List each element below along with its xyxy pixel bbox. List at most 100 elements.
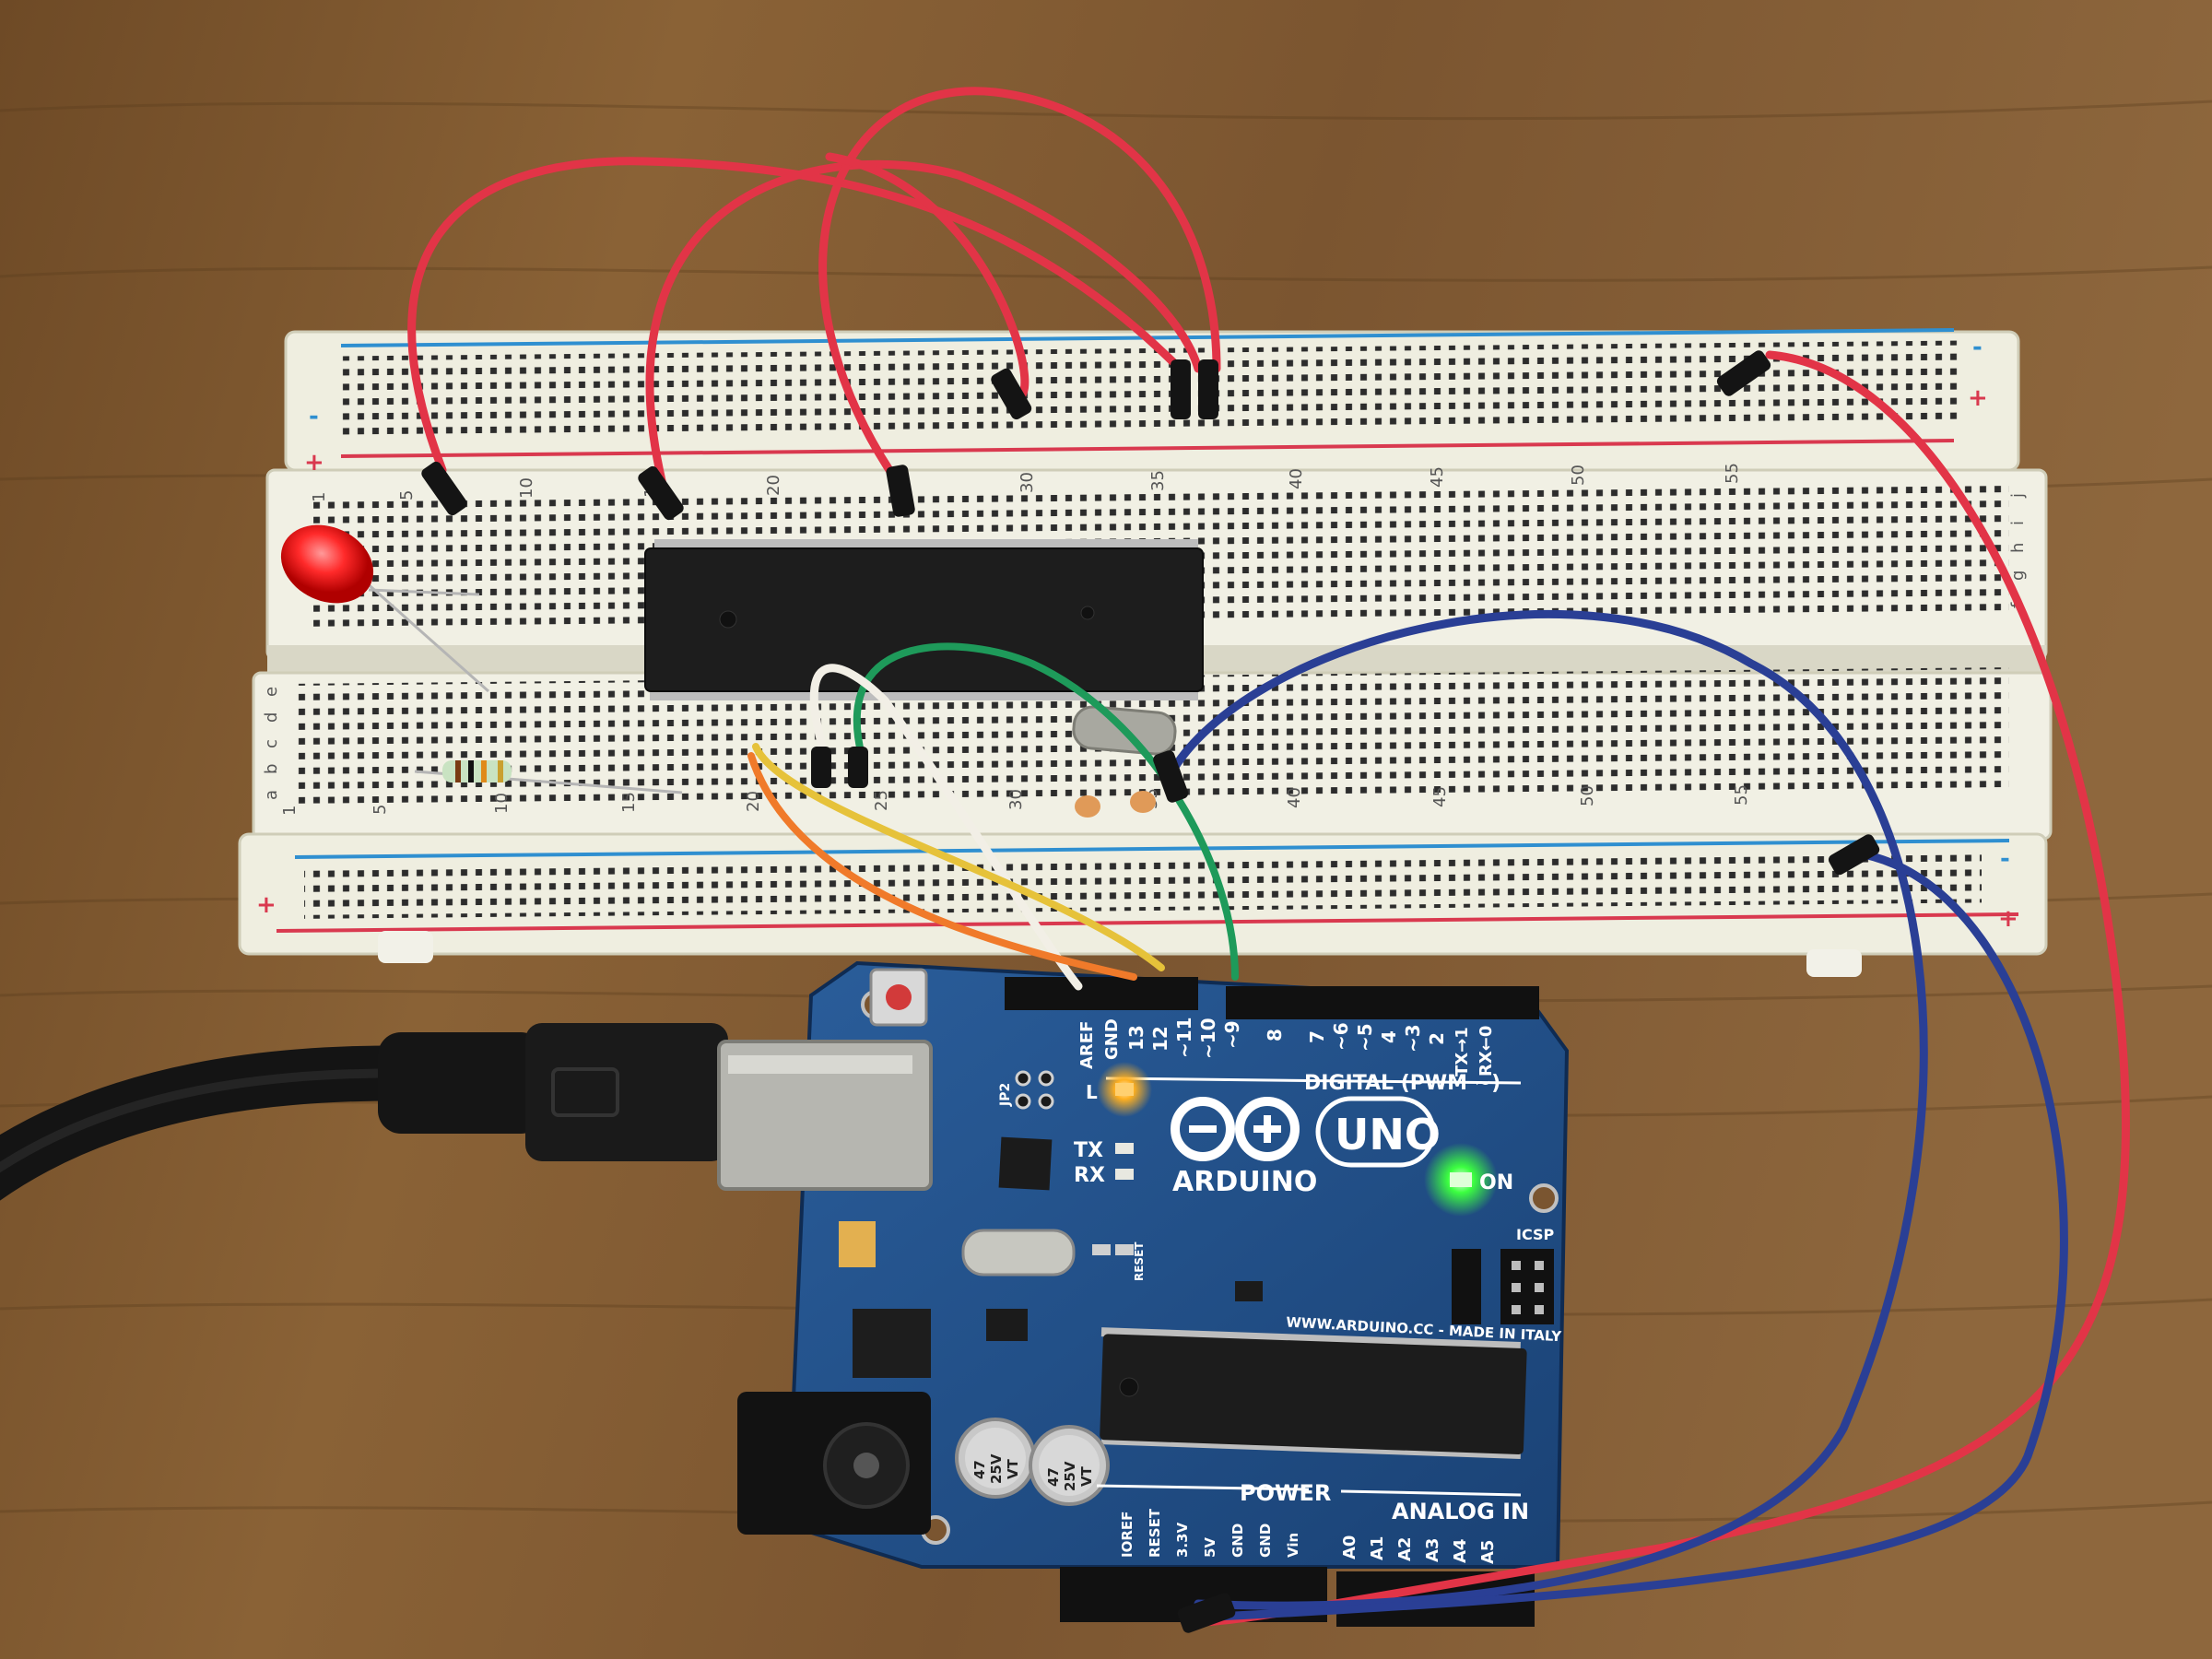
analog-pin-label: A1 <box>1368 1536 1387 1560</box>
cap1-text-series: VT <box>1005 1458 1021 1479</box>
electrolytic-capacitor-2: 47 25V VT <box>1029 1425 1110 1506</box>
col-num-top: 45 <box>1428 466 1447 488</box>
col-num-bottom: 45 <box>1430 786 1450 807</box>
col-num-bottom: 1 <box>280 806 300 816</box>
col-num-top: 30 <box>1018 472 1037 493</box>
icsp-header <box>1500 1249 1554 1324</box>
row-letter: e <box>262 687 281 697</box>
row-letter: a <box>262 790 281 800</box>
l-label: L <box>1086 1081 1098 1103</box>
blue-rail-wire <box>1194 848 2068 1622</box>
cap1-text-value: 47 <box>971 1460 988 1479</box>
col-num-top: 55 <box>1723 463 1742 484</box>
aref-label: AREF <box>1077 1021 1097 1069</box>
bottom-rail-plus-right: + <box>1998 905 2018 933</box>
col-num-top: 35 <box>1148 470 1168 491</box>
green-wire <box>853 642 1239 981</box>
usb-plug-body <box>525 1023 728 1161</box>
reset-en-pads <box>1092 1244 1134 1255</box>
pin-2: 2 <box>1426 1032 1448 1045</box>
on-label: ON <box>1479 1171 1513 1194</box>
l-led <box>1115 1083 1134 1096</box>
col-num-top: 50 <box>1569 465 1588 486</box>
logo-minus <box>1189 1125 1217 1133</box>
analog-pin-label: A4 <box>1451 1539 1470 1563</box>
col-num-bottom: 40 <box>1285 787 1304 808</box>
pin-13: 13 <box>1125 1025 1147 1051</box>
top-rail-minus-right: - <box>1972 334 1983 361</box>
smd-part <box>1235 1281 1263 1301</box>
row-letter: d <box>262 712 281 723</box>
arduino-brand: ARDUINO <box>1172 1166 1317 1198</box>
col-num-bottom: 10 <box>492 793 512 814</box>
pin-7: 7 <box>1306 1030 1328 1043</box>
col-num-bottom: 30 <box>1006 789 1026 810</box>
cap2-text-series: VT <box>1078 1465 1095 1487</box>
col-num-bottom: 55 <box>1732 784 1751 806</box>
arduino-uno-board: AREF GND 13 12 ~11 ~10 ~9 8 7 ~6 ~5 4 ~3… <box>737 960 1570 1627</box>
jp2-pads: JP2 <box>998 1070 1054 1110</box>
usb-b-connector <box>717 1040 933 1191</box>
blue-ground-wire <box>1166 609 1928 1610</box>
pin-12: 12 <box>1149 1026 1171 1052</box>
row-letter: i <box>2008 521 2028 525</box>
electrolytic-capacitor-1: 47 25V VT <box>955 1418 1036 1499</box>
usb-interface-chip <box>998 1136 1053 1191</box>
top-rail-minus-left: - <box>309 403 319 430</box>
row-letter: c <box>262 739 281 748</box>
jp2-label: JP2 <box>998 1083 1013 1107</box>
red-wire-1 <box>407 157 1184 475</box>
uno-model: UNO <box>1335 1110 1441 1159</box>
col-num-top: 5 <box>397 490 417 500</box>
bottom-rail-red-line <box>276 912 2019 933</box>
red-wire-2 <box>645 159 1203 493</box>
tx-led <box>1115 1143 1134 1154</box>
voltage-regulator <box>853 1309 931 1378</box>
wire-pin-tips <box>421 350 1880 1633</box>
power-pin-label: 5V <box>1202 1537 1218 1558</box>
power-pin-label: GND <box>1257 1524 1274 1558</box>
side-header <box>1452 1249 1481 1324</box>
usb-shine <box>728 1055 912 1074</box>
resistor <box>414 760 683 794</box>
tx-label: TX <box>1074 1139 1103 1162</box>
reset-label: RESET <box>1133 1241 1146 1281</box>
pin-5: ~5 <box>1354 1023 1376 1052</box>
breadboard-foot <box>378 931 433 963</box>
small-ic <box>986 1309 1028 1341</box>
power-label: POWER <box>1240 1480 1331 1506</box>
digital-header-right <box>1226 986 1539 1019</box>
cap2-text-voltage: 25V <box>1062 1461 1078 1491</box>
power-pin-label: RESET <box>1147 1508 1163 1558</box>
power-pin-label: 3.3V <box>1174 1522 1191 1558</box>
bottom-rail-minus-right: - <box>2000 845 2010 873</box>
power-pin-labels: IOREF RESET 3.3V 5V GND GND Vin <box>1119 1508 1301 1558</box>
red-wire-4 <box>825 152 1030 402</box>
top-rail-red-line <box>340 439 1955 458</box>
analog-underline <box>1340 1489 1522 1497</box>
pin-6: ~6 <box>1330 1022 1352 1051</box>
breadboard-foot <box>1806 949 1862 977</box>
analog-pin-labels: A0 A1 A2 A3 A4 A5 <box>1340 1535 1498 1564</box>
arduino-infinity-logo <box>1171 1097 1300 1161</box>
analog-in-label: ANALOG IN <box>1392 1499 1529 1524</box>
gnd-label: GND <box>1102 1018 1122 1060</box>
pin-3: ~3 <box>1402 1024 1424 1053</box>
col-num-top: 1 <box>310 492 329 502</box>
pin-10: ~10 <box>1197 1018 1219 1059</box>
digital-pin-labels: AREF GND 13 12 ~11 ~10 ~9 8 7 ~6 ~5 4 ~3… <box>1077 1017 1496 1077</box>
dip40-chip <box>644 539 1204 700</box>
crystal-on-board <box>961 1229 1076 1277</box>
pin-9: ~9 <box>1221 1020 1243 1049</box>
analog-pin-label: A3 <box>1423 1538 1442 1562</box>
pin-rx0: RX←0 <box>1477 1026 1496 1077</box>
atmega328p-chip <box>1100 1327 1527 1460</box>
row-letter: h <box>2008 543 2028 553</box>
red-power-wire <box>1194 350 2130 1627</box>
power-pin-label: GND <box>1230 1524 1246 1558</box>
ceramic-capacitors <box>1075 791 1156 818</box>
row-letter: b <box>262 764 281 774</box>
usb-cable <box>0 1023 933 1201</box>
uno-badge <box>1315 1096 1436 1168</box>
